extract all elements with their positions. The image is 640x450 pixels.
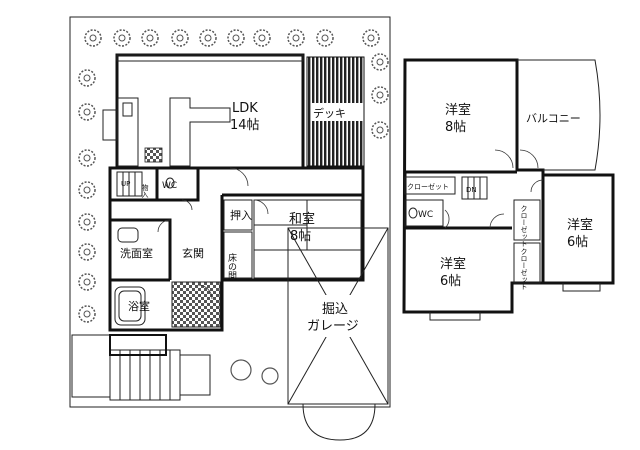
tree-row-top [84,29,380,47]
door-arc [229,167,249,187]
tree-icon [78,103,96,121]
stairs-second [461,176,488,200]
label-storage: 物入 [141,183,149,198]
tree-icon [84,29,102,47]
oshiire-box [223,199,253,231]
ldk-side-window [102,109,118,141]
side-path [71,334,111,398]
label-wc-first: WC [162,181,177,191]
label-yoshitsu-6-east-size: 6帖 [567,235,588,250]
label-ldk-size: 14帖 [230,118,260,133]
wc-walls [110,168,200,202]
bathtub [114,286,146,326]
deck-label-bg [311,103,363,121]
label-yoshitsu-8-size: 8帖 [445,120,466,135]
closet-vertical-2 [513,242,541,284]
kitchen-counter [117,97,139,167]
label-balcony: バルコニー [526,112,581,125]
garage-car-arc [302,403,376,441]
toilet-second [408,207,418,219]
kitchen-sink [122,102,133,117]
tree-icon [78,181,96,199]
tree-icon [371,121,389,139]
label-garage-2: ガレージ [307,319,359,334]
label-closet-v2: クローゼット [520,248,528,290]
label-yokushitsu: 浴室 [128,299,150,313]
washbasin [117,227,139,243]
second-floor [402,58,615,321]
tree-icon [113,29,131,47]
labels: LDK 14帖 デッキ 和室 8帖 押入 床の間 物入 WC 洗面室 玄関 浴室… [120,101,593,334]
tree-icon [78,273,96,291]
label-garage-1: 掘込 [322,302,348,317]
label-washitsu-size: 8帖 [290,229,311,244]
label-genkan: 玄関 [182,246,204,260]
tree-icon [78,69,96,87]
room-6-east [541,173,615,285]
label-yoshitsu-8: 洋室 [445,102,471,118]
entry-wall [109,334,167,356]
tree-icon [171,29,189,47]
label-yoshitsu-6-south-size: 6帖 [440,274,461,289]
tree-icon [78,149,96,167]
tree-icon [253,29,271,47]
first-floor [69,16,391,441]
ldk-window [116,54,304,62]
label-stair-up: UP [121,180,130,188]
tree-icon [371,86,389,104]
garage-outline [287,227,389,405]
label-tokonoma: 床の間 [226,252,237,281]
tree-icon [141,29,159,47]
stairs-first [116,171,143,197]
label-washitsu: 和室 [289,211,315,227]
balcony-outline [517,59,601,171]
label-senmen: 洗面室 [120,246,153,260]
shrub-cluster [230,359,279,385]
tree-icon [287,29,305,47]
label-wc-second: WC [418,210,433,220]
tree-icon [316,29,334,47]
genkan-floor [171,281,221,328]
closet-vertical-1 [513,199,541,241]
label-closet-h: クローゼット [407,182,449,191]
tree-icon [362,29,380,47]
tree-icon [371,53,389,71]
island-counter [169,97,231,167]
wc-second-box [404,199,444,227]
label-oshiire: 押入 [230,208,252,222]
tree-row-left [78,69,96,323]
tokonoma-box [223,231,253,279]
label-stair-dn: DN [466,186,477,194]
label-yoshitsu-6-east: 洋室 [567,217,593,233]
site-boundary [69,16,391,408]
garage-label-bg [294,295,376,337]
tree-icon [78,305,96,323]
label-closet-v1: クローゼット [520,205,528,247]
label-yoshitsu-6-south: 洋室 [440,256,466,272]
closet-horizontal [404,176,456,195]
toilet-first [165,177,175,189]
tree-row-right [371,53,389,139]
stove [144,147,163,163]
tree-icon [227,29,245,47]
label-ldk: LDK [232,101,258,116]
tree-icon [199,29,217,47]
entrance-stairs [109,349,211,401]
tree-icon [78,213,96,231]
label-deck: デッキ [313,106,346,120]
tree-icon [78,243,96,261]
